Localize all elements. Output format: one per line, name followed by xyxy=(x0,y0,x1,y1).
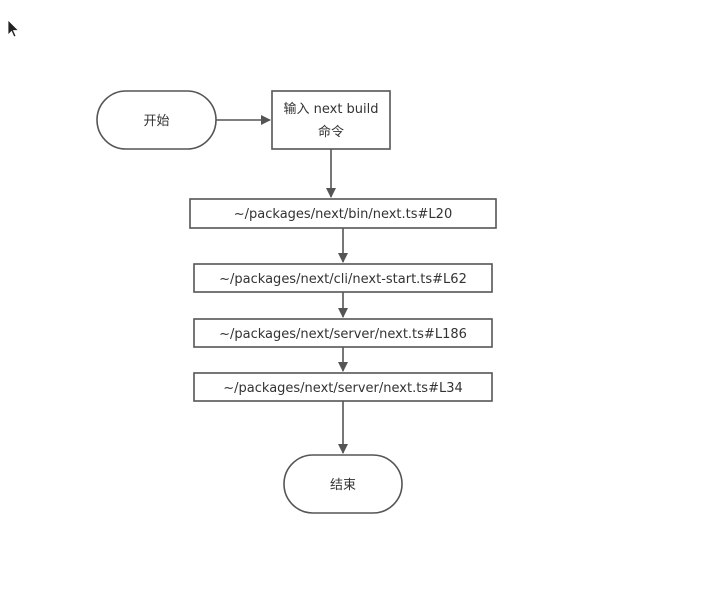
mouse-cursor-icon xyxy=(7,19,20,38)
node-bin-label: ~/packages/next/bin/next.ts#L20 xyxy=(234,207,452,222)
node-end[interactable]: 结束 xyxy=(283,454,403,514)
node-server186[interactable]: ~/packages/next/server/next.ts#L186 xyxy=(193,318,493,348)
node-bin[interactable]: ~/packages/next/bin/next.ts#L20 xyxy=(189,198,497,229)
node-input-label-line2: 命令 xyxy=(318,124,344,140)
node-input[interactable]: 输入 next build 命令 xyxy=(271,90,391,150)
node-server34[interactable]: ~/packages/next/server/next.ts#L34 xyxy=(193,372,493,402)
node-cli-label: ~/packages/next/cli/next-start.ts#L62 xyxy=(219,272,467,287)
node-input-label-line1: 输入 next build xyxy=(283,101,378,117)
node-start[interactable]: 开始 xyxy=(96,90,217,150)
edges xyxy=(216,115,348,454)
node-server186-label: ~/packages/next/server/next.ts#L186 xyxy=(219,327,467,342)
node-end-label: 结束 xyxy=(330,478,356,493)
node-cli[interactable]: ~/packages/next/cli/next-start.ts#L62 xyxy=(193,263,493,293)
node-server34-label: ~/packages/next/server/next.ts#L34 xyxy=(223,381,463,396)
node-start-label: 开始 xyxy=(143,114,169,129)
